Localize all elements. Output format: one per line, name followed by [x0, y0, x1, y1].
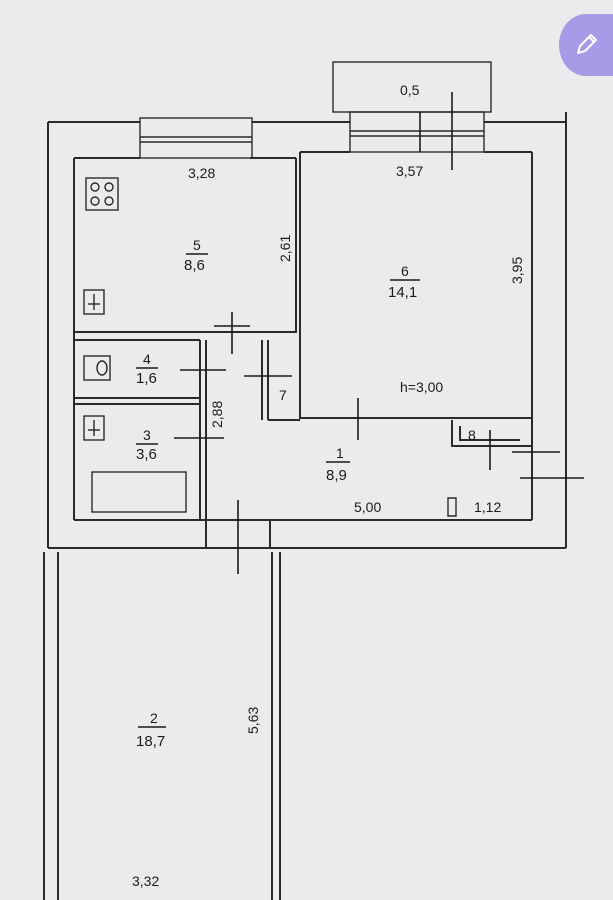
svg-text:6: 6	[401, 263, 409, 279]
svg-text:1,6: 1,6	[136, 370, 157, 387]
closet-8-dim: 8	[468, 427, 476, 443]
windows	[139, 111, 485, 159]
sink-icon	[83, 289, 105, 315]
svg-text:1: 1	[336, 445, 344, 461]
closet-7-dim: 7	[279, 387, 287, 403]
room-label-2: 2 18,7	[136, 710, 166, 750]
room-label-6: 6 14,1	[388, 263, 420, 301]
svg-text:8,6: 8,6	[184, 257, 205, 274]
room-label-1: 1 8,9	[326, 445, 350, 484]
room-label-3: 3 3,6	[136, 427, 158, 463]
stove-icon	[85, 177, 119, 211]
svg-text:5: 5	[193, 237, 201, 253]
svg-text:14,1: 14,1	[388, 284, 417, 301]
kitchen-width-dim: 3,28	[188, 165, 215, 181]
room6-width-dim: 3,57	[396, 163, 423, 179]
bathroom-sink-icon	[83, 415, 105, 441]
dimension-ticks	[174, 92, 584, 574]
room-label-5: 5 8,6	[184, 237, 208, 274]
interior-walls	[74, 152, 532, 548]
room6-depth-dim: 3,95	[509, 257, 525, 284]
pencil-icon	[577, 34, 597, 54]
room-2-walls	[43, 552, 281, 900]
room2-width-dim: 3,32	[132, 873, 159, 889]
room-label-4: 4 1,6	[136, 351, 158, 387]
bathtub-icon	[91, 471, 187, 513]
svg-text:2: 2	[150, 710, 158, 726]
edit-button[interactable]	[559, 14, 613, 76]
hall-length-dim: 5,00	[354, 499, 381, 515]
svg-text:3,6: 3,6	[136, 446, 157, 463]
toilet-icon	[83, 355, 111, 381]
svg-text:8,9: 8,9	[326, 467, 347, 484]
svg-text:4: 4	[143, 351, 151, 367]
ceiling-height: h=3,00	[400, 379, 443, 395]
door-width-dim: 1,12	[474, 499, 501, 515]
room2-depth-dim: 5,63	[245, 707, 261, 734]
svg-text:3: 3	[143, 427, 151, 443]
balcony-dim: 0,5	[400, 82, 420, 98]
kitchen-depth-dim: 2,61	[277, 235, 293, 262]
hall-depth-dim: 2,88	[209, 401, 225, 428]
outer-walls	[47, 112, 567, 549]
svg-text:18,7: 18,7	[136, 733, 165, 750]
